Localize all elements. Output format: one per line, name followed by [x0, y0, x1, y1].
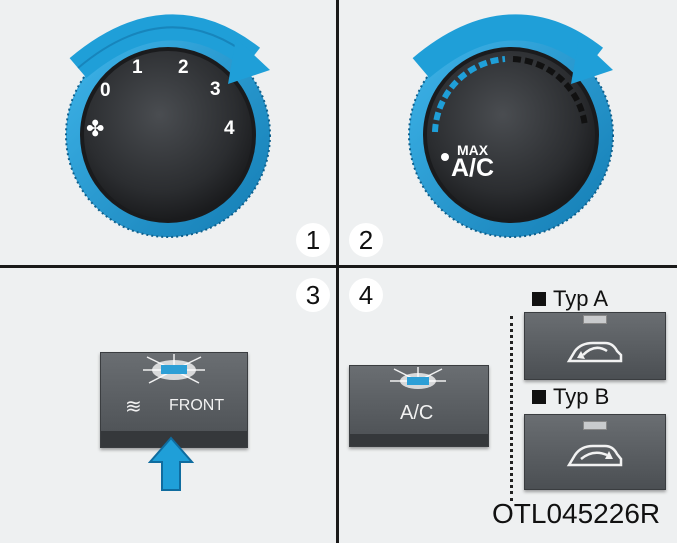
- panel-front-defrost: 3 ≋ FRONT: [0, 268, 336, 543]
- fan-icon: ✤: [86, 116, 105, 141]
- knob-label-3: 3: [210, 79, 221, 100]
- panel-temperature: MAX A/C 2: [339, 0, 677, 265]
- ac-label: A/C: [451, 154, 495, 182]
- type-b-text: Typ B: [553, 384, 610, 409]
- indicator-light-icon: [583, 421, 607, 430]
- type-a-text: Typ A: [553, 286, 609, 311]
- knob-label-0: 0: [100, 80, 111, 101]
- fan-speed-knob[interactable]: [0, 0, 336, 265]
- panel-ac-intake: 4 A/C Typ A Typ B: [339, 268, 677, 543]
- type-b-marker: [532, 390, 546, 404]
- panel-number-4: 4: [349, 278, 383, 312]
- horizontal-divider: [0, 265, 677, 268]
- temperature-knob[interactable]: [339, 0, 677, 265]
- knob-label-1: 1: [132, 57, 143, 78]
- button-base: [101, 431, 247, 447]
- panel-number-1: 1: [296, 223, 330, 257]
- max-label: MAX: [457, 142, 489, 158]
- panel-number-3: 3: [296, 278, 330, 312]
- button-base: [350, 434, 488, 446]
- fresh-air-car-icon: [566, 444, 623, 467]
- panel-fan-speed: ✤ 0 1 2 3 4 1: [0, 0, 336, 265]
- type-a-marker: [532, 292, 546, 306]
- vertical-divider: [336, 0, 339, 543]
- indicator-light-icon: [390, 367, 446, 389]
- indicator-light-icon: [143, 354, 205, 384]
- panel-number-2: 2: [349, 223, 383, 257]
- type-divider-dotted: [510, 316, 513, 501]
- type-a-label: Typ A: [532, 286, 608, 312]
- image-code: OTL045226R: [492, 498, 661, 529]
- type-b-label: Typ B: [532, 384, 609, 410]
- ac-button[interactable]: A/C: [349, 365, 489, 447]
- indicator-light-icon: [583, 315, 607, 324]
- arrow-up-icon: [148, 436, 194, 491]
- ac-button-label: A/C: [400, 402, 434, 424]
- front-button-label: FRONT: [169, 397, 225, 414]
- recirculation-button-type-b[interactable]: [524, 414, 666, 490]
- front-defrost-button[interactable]: ≋ FRONT: [100, 352, 248, 448]
- knob-label-4: 4: [224, 118, 235, 139]
- recirculation-car-icon: [566, 341, 623, 363]
- recirculation-button-type-a[interactable]: [524, 312, 666, 380]
- knob-label-2: 2: [178, 57, 189, 78]
- rear-defrost-icon: ≋: [125, 396, 142, 418]
